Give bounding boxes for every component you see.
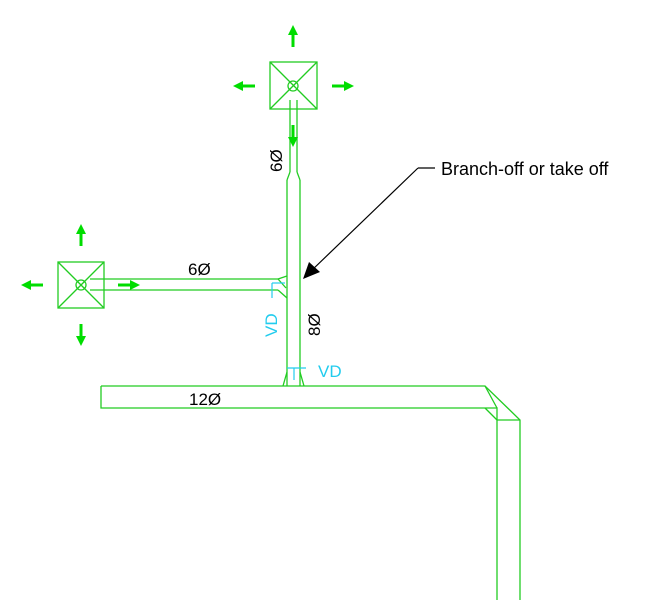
damper-symbol-horizontal [287, 367, 306, 380]
left-branch-duct-6 [90, 275, 288, 299]
top-diffuser-icon [269, 61, 318, 110]
trunk-size-label: 8Ø [305, 313, 324, 336]
damper-label-vertical: VD [262, 313, 281, 337]
damper-label-horizontal: VD [318, 362, 342, 381]
main-duct-12 [100, 385, 521, 600]
left-diffuser-icon [57, 261, 105, 309]
leader-arrow-icon [303, 262, 320, 279]
top-branch-duct-6 [286, 100, 301, 181]
vertical-trunk-duct-8 [282, 180, 305, 387]
branch-off-callout-text: Branch-off or take off [441, 159, 609, 179]
callout-leader [303, 167, 435, 279]
main-duct-size-label: 12Ø [189, 390, 221, 409]
left-branch-size-label: 6Ø [188, 260, 211, 279]
damper-symbol-vertical [271, 282, 285, 298]
top-branch-size-label: 6Ø [267, 149, 286, 172]
